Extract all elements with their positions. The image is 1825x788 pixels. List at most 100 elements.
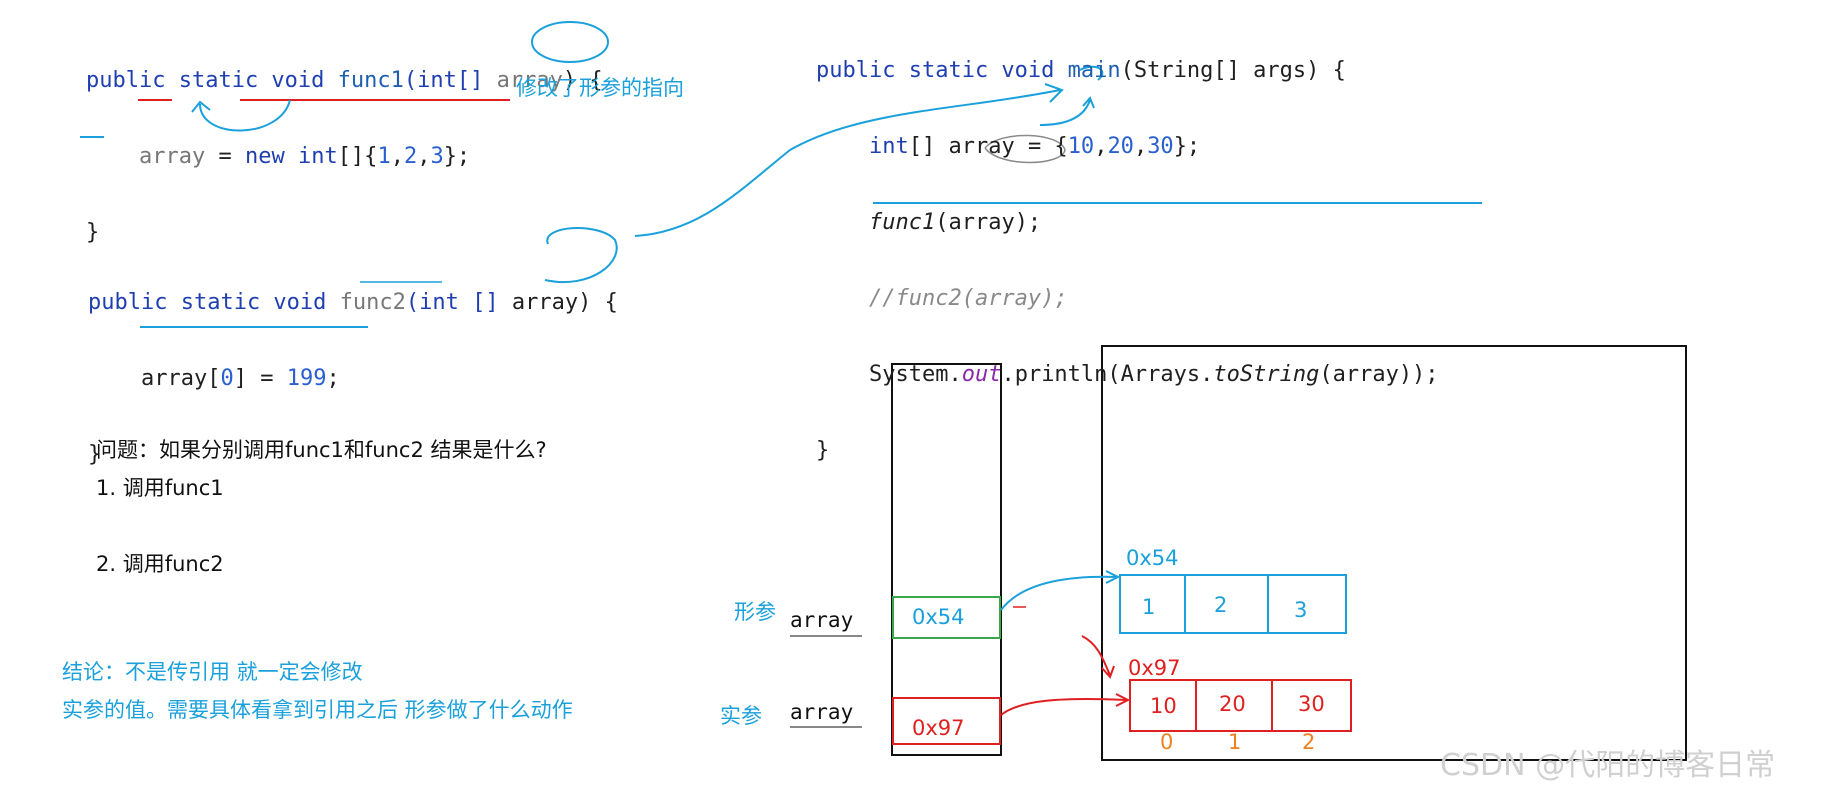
main-modifiers: public static void bbox=[816, 58, 1068, 83]
func1-curl-arrow bbox=[191, 99, 291, 132]
main-func1-arrow bbox=[1039, 96, 1095, 126]
func2-lhs: array[ bbox=[140, 366, 221, 391]
formal-value: 0x54 bbox=[912, 605, 965, 629]
main-int-kw: int bbox=[868, 134, 909, 159]
func1-name: func1 bbox=[337, 68, 404, 93]
main-params: (String[] args) { bbox=[1120, 58, 1346, 83]
func1-lhs: array bbox=[138, 144, 206, 169]
func1-code-block: public static void func1(int[] array) { … bbox=[86, 24, 603, 290]
func1-note: 修改了形参的指向 bbox=[516, 76, 684, 100]
func2-open-brace: ) { bbox=[578, 290, 618, 315]
main-func1-name: func1 bbox=[868, 210, 936, 235]
main-array-end: }; bbox=[1173, 134, 1201, 159]
func1-open-brace: ) { bbox=[562, 68, 603, 93]
main-func1-call: func1(array); bbox=[816, 204, 1439, 242]
array2-index-1: 1 bbox=[1228, 730, 1242, 754]
array2-address: 0x97 bbox=[1128, 656, 1181, 680]
main-name: main bbox=[1067, 58, 1121, 83]
func2-param-type: (int [] bbox=[405, 290, 512, 315]
main-array-loop bbox=[1079, 65, 1104, 81]
formal-ref-arrow bbox=[1000, 570, 1121, 611]
func1-num-1: 1 bbox=[377, 144, 391, 169]
func1-close-brace: } bbox=[86, 220, 100, 245]
main-println-args: (array)); bbox=[1319, 362, 1439, 387]
func1-signature: public static void func1(int[] array) { bbox=[86, 62, 603, 100]
func1-new-kw: new int bbox=[244, 144, 338, 169]
main-func2-comment: //func2(array); bbox=[868, 286, 1068, 311]
main-num-1: 10 bbox=[1067, 134, 1095, 159]
main-func1-args: (array); bbox=[935, 210, 1042, 235]
array1-cell-1: 2 bbox=[1214, 593, 1228, 617]
question-item-1: 1. 调用func1 bbox=[96, 476, 224, 500]
question-item-2: 2. 调用func2 bbox=[96, 552, 224, 576]
main-array-decl-text: [] array = { bbox=[908, 134, 1068, 159]
array2-box bbox=[1129, 679, 1352, 732]
func2-close-brace: } bbox=[88, 442, 102, 467]
heap-frame bbox=[1101, 345, 1687, 761]
func1-param-type: (int[] bbox=[403, 68, 497, 93]
main-system: System. bbox=[868, 362, 962, 387]
actual-ref-arrow bbox=[1000, 693, 1131, 716]
func2-code-block: public static void func2(int [] array) {… bbox=[88, 246, 618, 512]
func1-brackets: []{ bbox=[337, 144, 378, 169]
func1-eq: = bbox=[205, 144, 245, 169]
actual-var-name: array bbox=[790, 700, 854, 724]
func1-end: }; bbox=[443, 144, 471, 169]
func2-end: ; bbox=[326, 366, 340, 391]
conclusion-line-2: 实参的值。需要具体看拿到引用之后 形参做了什么动作 bbox=[62, 698, 573, 722]
formal-var-name: array bbox=[790, 608, 854, 632]
main-println: .println(Arrays. bbox=[1001, 362, 1214, 387]
func1-num-3: 3 bbox=[430, 144, 444, 169]
func2-body-line: array[0] = 199; bbox=[88, 360, 618, 398]
main-signature: public static void main(String[] args) { bbox=[816, 52, 1439, 90]
array2-cell-1: 20 bbox=[1219, 692, 1246, 716]
array1-box bbox=[1119, 574, 1347, 634]
conclusion-line-1: 结论：不是传引用 就一定会修改 bbox=[62, 660, 363, 684]
array1-address: 0x54 bbox=[1126, 546, 1179, 570]
main-out: out bbox=[961, 362, 1002, 387]
main-comma-2: , bbox=[1133, 134, 1148, 159]
main-array-decl: int[] array = {10,20,30}; bbox=[816, 128, 1439, 166]
func2-param-circle bbox=[544, 227, 618, 283]
actual-param-label: 实参 bbox=[720, 704, 762, 728]
main-func2-comment-line: //func2(array); bbox=[816, 280, 1439, 318]
retarget-arrow bbox=[1081, 635, 1115, 679]
main-println-line: System.out.println(Arrays.toString(array… bbox=[816, 356, 1439, 394]
array1-cell-0: 1 bbox=[1142, 595, 1156, 619]
func2-name: func2 bbox=[339, 290, 406, 315]
array2-index-0: 0 bbox=[1160, 730, 1174, 754]
main-num-2: 20 bbox=[1107, 134, 1134, 159]
stack-frame bbox=[891, 363, 1002, 756]
func1-param-name: array bbox=[496, 68, 563, 93]
func1-body-line: array = new int[]{1,2,3}; bbox=[86, 138, 603, 176]
func1-num-2: 2 bbox=[403, 144, 418, 169]
main-close-brace: } bbox=[816, 438, 830, 463]
actual-value-box bbox=[892, 697, 1001, 745]
array2-cell-2: 30 bbox=[1298, 692, 1325, 716]
array1-cell-2: 3 bbox=[1294, 598, 1308, 622]
main-num-3: 30 bbox=[1147, 134, 1174, 159]
func2-param-name: array bbox=[511, 290, 579, 315]
main-func2-circle bbox=[984, 134, 1066, 164]
formal-value-box bbox=[892, 596, 1001, 639]
func2-value: 199 bbox=[286, 366, 327, 391]
question-title: 问题：如果分别调用func1和func2 结果是什么? bbox=[96, 438, 547, 462]
func1-modifiers: public static void bbox=[86, 68, 338, 93]
formal-param-label: 形参 bbox=[734, 600, 776, 624]
func2-index: 0 bbox=[220, 366, 234, 391]
func1-param-circle bbox=[531, 21, 609, 63]
watermark: CSDN @代阳的博客日常 bbox=[1440, 748, 1776, 783]
func1-comma-2: , bbox=[417, 144, 431, 169]
func2-mid: ] = bbox=[233, 366, 287, 391]
main-code-block: public static void main(String[] args) {… bbox=[816, 14, 1439, 508]
array2-index-2: 2 bbox=[1302, 730, 1316, 754]
func2-modifiers: public static void bbox=[88, 290, 340, 315]
array2-cell-0: 10 bbox=[1150, 694, 1177, 718]
main-comma-1: , bbox=[1094, 134, 1108, 159]
call-to-func2-arrow bbox=[634, 83, 1064, 237]
func1-comma-1: , bbox=[390, 144, 404, 169]
actual-value: 0x97 bbox=[912, 716, 965, 740]
main-tostring: toString bbox=[1213, 362, 1320, 387]
func2-signature: public static void func2(int [] array) { bbox=[88, 284, 618, 322]
